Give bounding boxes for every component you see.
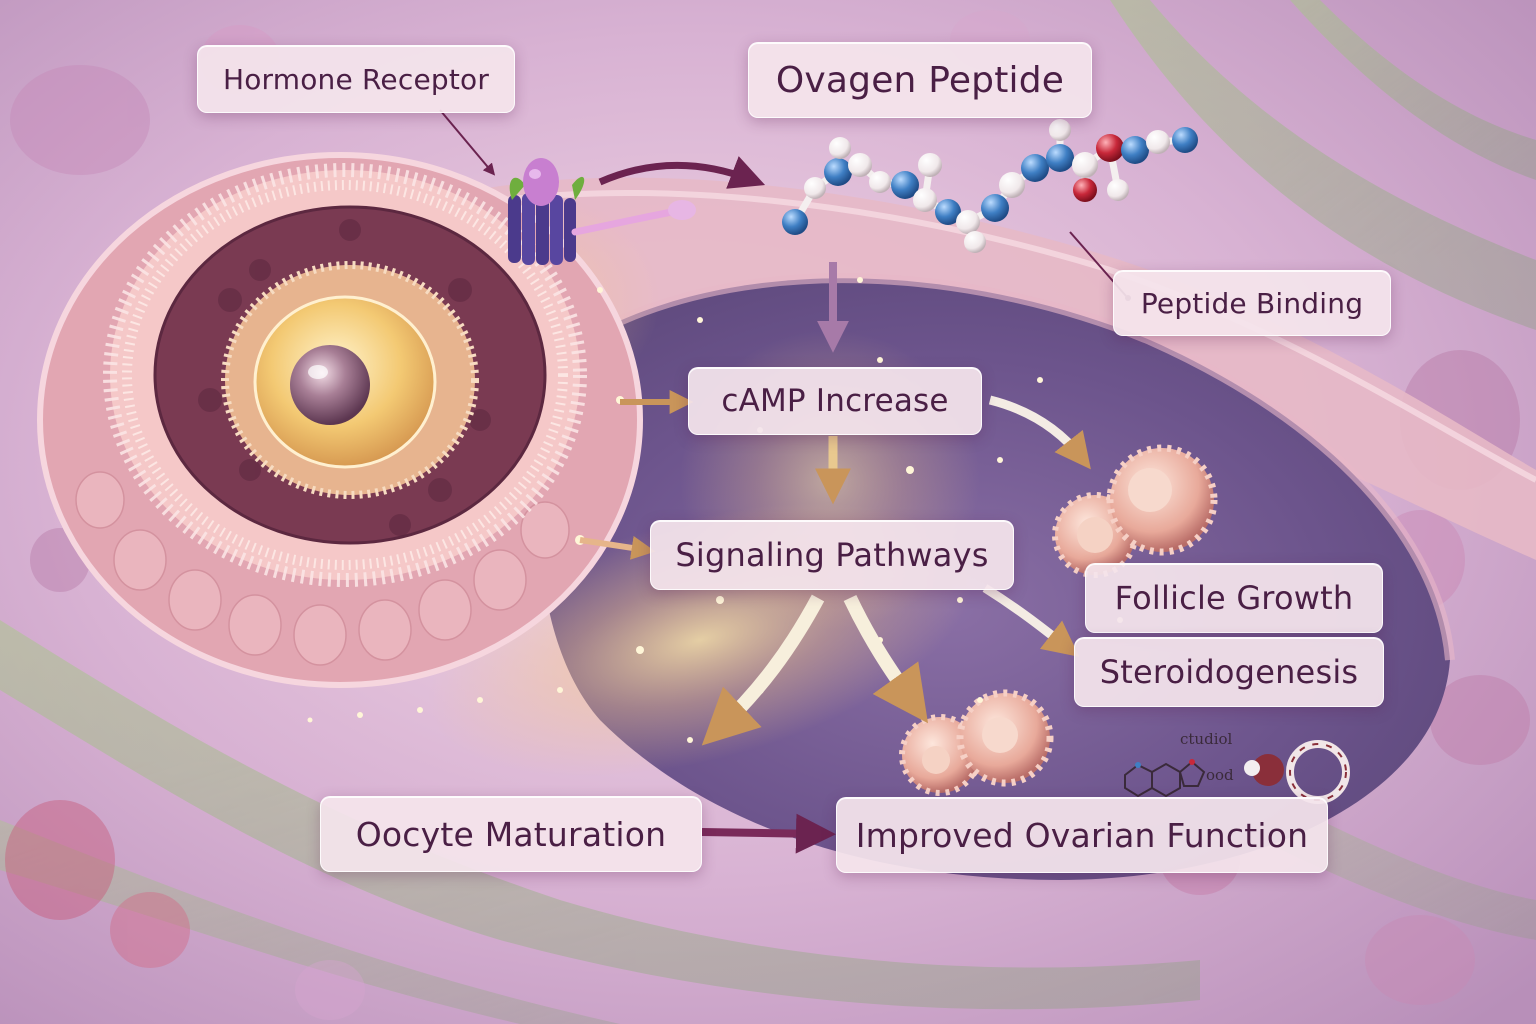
arrow-receptor-to-peptide <box>598 156 766 189</box>
label-improved-ovarian-function: Improved Ovarian Function <box>836 797 1328 873</box>
arrow-receptor-pointer <box>439 109 496 176</box>
label-steroidogenesis: Steroidogenesis <box>1074 637 1384 707</box>
label-oocyte-maturation: Oocyte Maturation <box>320 796 702 872</box>
follicle <box>37 152 643 688</box>
arrow-camp-to-follicle-growth <box>988 395 1091 470</box>
label-peptide-binding: Peptide Binding <box>1113 270 1391 336</box>
follicle-stalk <box>430 177 1536 560</box>
oocyte-nucleus <box>290 345 370 425</box>
arrow-signaling-to-function <box>843 594 929 724</box>
label-hormone-receptor: Hormone Receptor <box>197 45 515 113</box>
label-follicle-growth: Follicle Growth <box>1085 563 1383 633</box>
arrow-signaling-to-steroidogenesis <box>982 584 1080 657</box>
arrow-oocyte-to-function <box>701 813 836 854</box>
peptide-atoms <box>782 119 1198 253</box>
arrow-signaling-to-oocyte <box>701 594 825 746</box>
hormone-receptor-protein <box>508 158 696 265</box>
label-signaling-pathways: Signaling Pathways <box>650 520 1014 590</box>
steroid-molecules <box>1124 759 1206 798</box>
theca-cells <box>75 471 570 666</box>
mature-follicle-cells <box>899 689 1054 796</box>
label-camp-increase: cAMP Increase <box>688 367 982 435</box>
molecule-text-1: ctudiol <box>1180 730 1233 748</box>
arrow-follicle-to-signaling <box>579 535 656 560</box>
molecule-text-2: ood <box>1206 766 1234 784</box>
label-ovagen-peptide: Ovagen Peptide <box>748 42 1092 118</box>
